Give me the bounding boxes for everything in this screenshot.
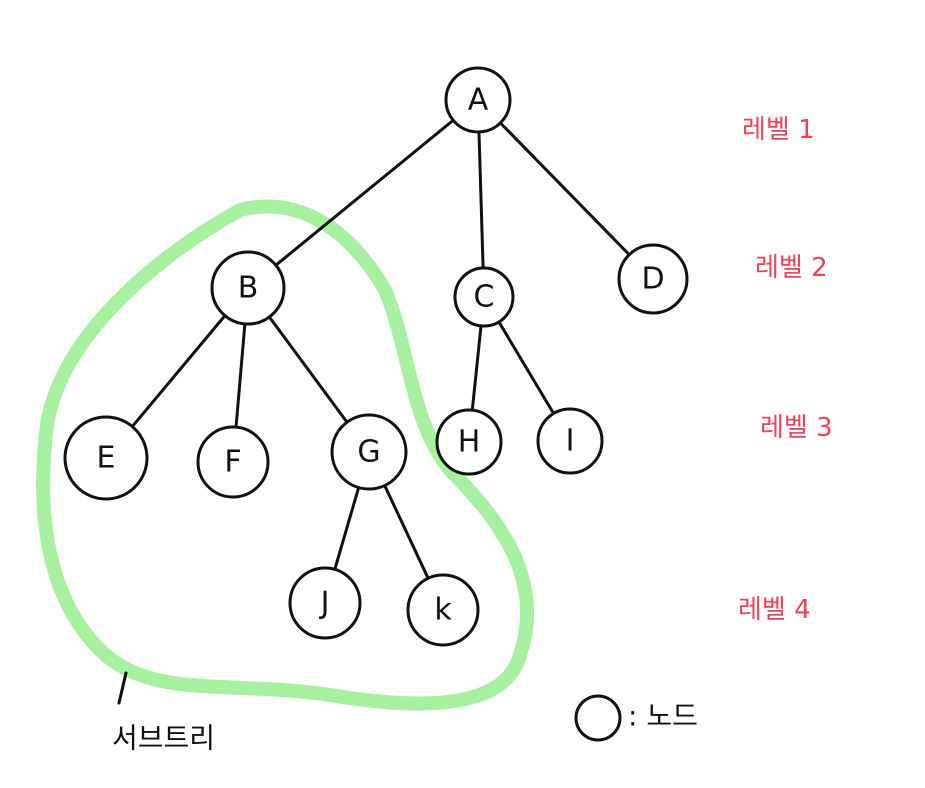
- node-circle-I: [536, 407, 604, 475]
- level-label-1: 레벨 1: [742, 115, 815, 145]
- node-circle-J: [288, 566, 362, 640]
- level-label-3: 레벨 3: [760, 413, 833, 443]
- node-label-K: k: [434, 593, 452, 628]
- node-H: H: [435, 408, 503, 476]
- subtree-pointer-line: [117, 671, 128, 705]
- node-B: B: [210, 250, 286, 326]
- node-G: G: [330, 413, 408, 491]
- edge-A-D: [498, 121, 631, 257]
- node-label-G: G: [357, 435, 380, 470]
- node-label-B: B: [238, 271, 259, 306]
- node-label-C: C: [474, 280, 495, 315]
- edge-C-I: [497, 320, 556, 416]
- subtree-label: 서브트리: [112, 722, 215, 755]
- node-circle-E: [63, 415, 149, 501]
- edge-G-K: [383, 484, 430, 580]
- node-circle-A: [444, 66, 512, 134]
- node-C: C: [453, 266, 515, 328]
- node-F: F: [196, 425, 270, 499]
- edge-B-F: [234, 322, 247, 429]
- node-label-J: J: [319, 586, 330, 621]
- node-label-E: E: [97, 441, 116, 476]
- edge-B-E: [130, 314, 227, 429]
- edge-A-B: [274, 118, 455, 267]
- level-label-4: 레벨 4: [738, 595, 811, 625]
- node-label-A: A: [468, 83, 489, 118]
- node-circle-K: [406, 573, 480, 647]
- node-circle-F: [196, 425, 270, 499]
- node-E: E: [63, 415, 149, 501]
- node-circle-B: [210, 250, 286, 326]
- level-label-2: 레벨 2: [755, 253, 828, 283]
- node-circle-C: [453, 266, 515, 328]
- node-A: A: [444, 66, 512, 134]
- edge-C-H: [470, 324, 483, 412]
- node-D: D: [617, 243, 689, 315]
- edge-G-J: [333, 486, 361, 571]
- node-label-D: D: [641, 262, 664, 297]
- legend-label: : 노드: [628, 700, 698, 733]
- node-label-I: I: [566, 424, 575, 459]
- node-circle-H: [435, 408, 503, 476]
- node-label-H: H: [458, 425, 481, 460]
- node-circle-D: [617, 243, 689, 315]
- subtree-outline: [36, 199, 535, 711]
- node-label-F: F: [224, 445, 241, 480]
- node-K: k: [406, 573, 480, 647]
- legend-node-icon: [574, 694, 622, 742]
- node-circle-G: [330, 413, 408, 491]
- node-J: J: [288, 566, 362, 640]
- node-I: I: [536, 407, 604, 475]
- edge-B-G: [267, 315, 349, 424]
- edge-A-C: [477, 130, 485, 270]
- edges: [130, 118, 631, 580]
